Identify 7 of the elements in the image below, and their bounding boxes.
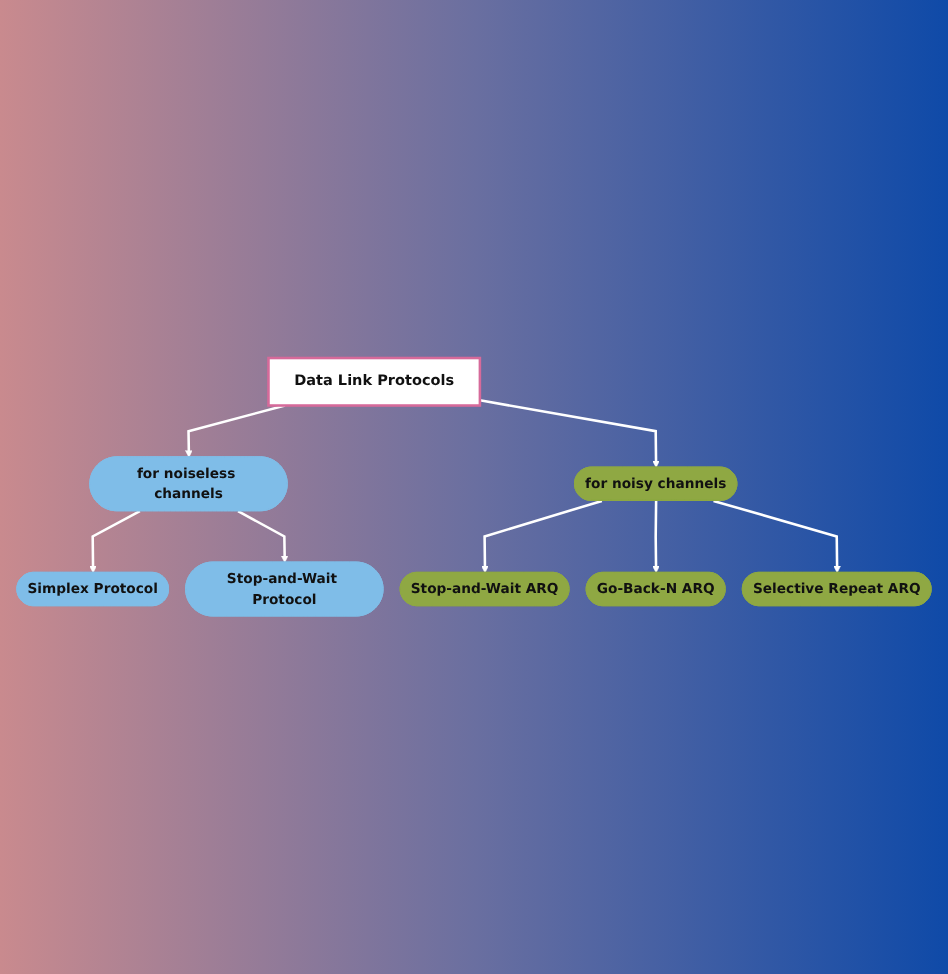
- arrow: [185, 404, 286, 458]
- arrow: [479, 399, 660, 468]
- arrow: [237, 510, 289, 563]
- arrow: [481, 499, 603, 574]
- arrow: [652, 500, 660, 574]
- arrow: [713, 499, 841, 574]
- arrow: [89, 510, 141, 574]
